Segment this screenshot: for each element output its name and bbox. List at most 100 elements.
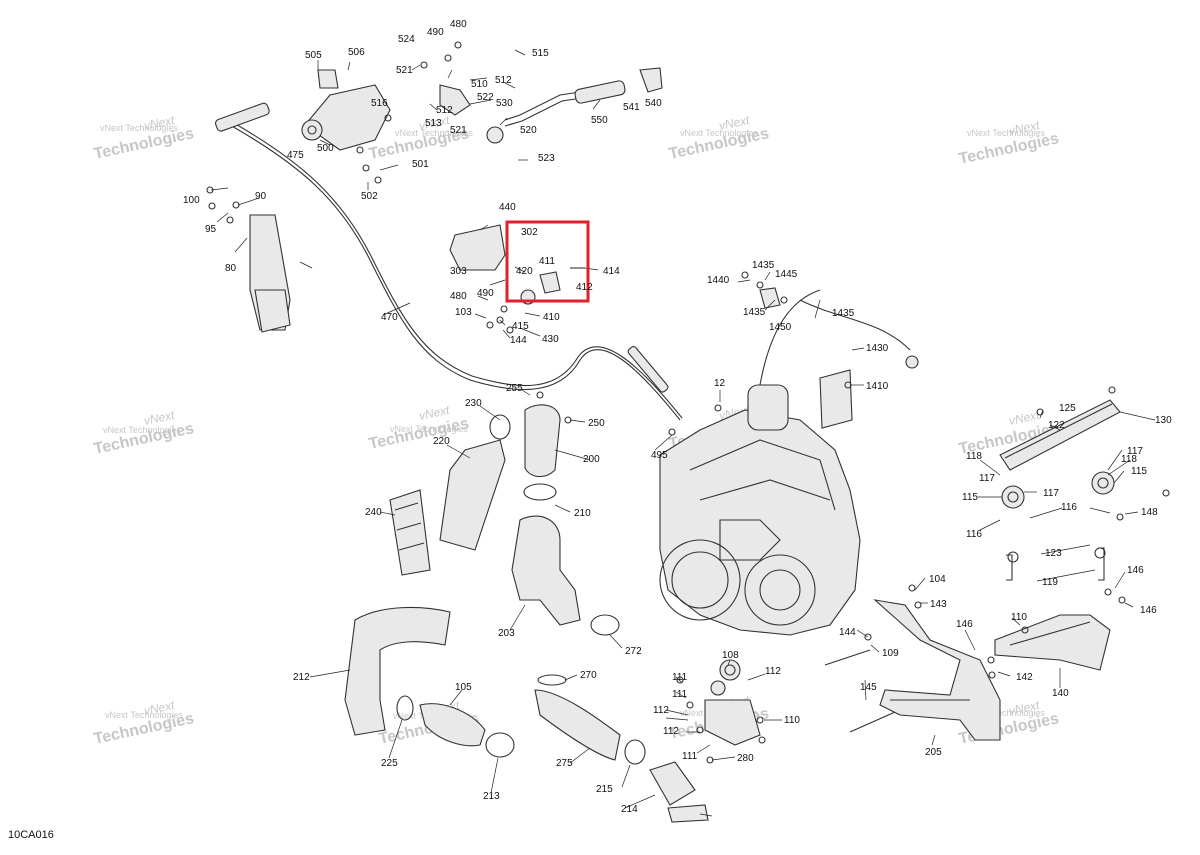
callout: 144 [839, 627, 856, 638]
callout: 146 [1140, 605, 1157, 616]
callout: 1410 [866, 381, 889, 392]
callout: 112 [663, 726, 679, 737]
fasteners [206, 41, 1170, 764]
callout: 240 [365, 507, 382, 518]
callout: 1445 [775, 269, 798, 280]
watermark-side: vNext Technologies [100, 123, 178, 133]
callout: 550 [591, 115, 608, 126]
callout: 512 [495, 75, 512, 86]
watermark-side: vNext Technologies [680, 128, 758, 138]
callout: 270 [580, 670, 597, 681]
rear-bracket [704, 659, 761, 746]
callout: 205 [925, 747, 942, 758]
callout: 220 [433, 436, 450, 447]
callout: 522 [477, 92, 494, 103]
callout: 470 [381, 312, 398, 323]
callout: 480 [450, 291, 467, 302]
callout: 123 [1045, 548, 1062, 559]
callout: 521 [450, 125, 467, 136]
svg-text:Technologies: Technologies [367, 415, 470, 453]
callout: 213 [483, 791, 500, 802]
callout: 275 [556, 758, 573, 769]
callout: 415 [512, 321, 529, 332]
callout: 512 [436, 105, 453, 116]
callout: 215 [596, 784, 613, 795]
svg-text:vNext: vNext [143, 113, 177, 133]
callout: 230 [465, 398, 482, 409]
watermarks: vNext Technologies vNext Technologies vN… [92, 113, 1060, 748]
callout: 280 [737, 753, 754, 764]
callout: 110 [1011, 612, 1027, 623]
callout: 12 [714, 378, 726, 389]
svg-text:vNext: vNext [1008, 118, 1042, 138]
callout: 112 [653, 705, 669, 716]
callout: 108 [722, 650, 739, 661]
callout: 255 [506, 383, 523, 394]
callout: 501 [412, 159, 429, 170]
callout: 412 [576, 282, 593, 293]
callout: 122 [1048, 420, 1065, 431]
callout: 530 [496, 98, 513, 109]
callout: 520 [520, 125, 537, 136]
callout: 505 [305, 50, 322, 61]
callout: 200 [583, 454, 600, 465]
watermark-side: vNext Technologies [967, 128, 1045, 138]
callout: 90 [255, 191, 267, 202]
callout: 105 [455, 682, 472, 693]
callout: 117 [1127, 446, 1143, 457]
callout: 111 [672, 689, 688, 700]
callout: 414 [603, 266, 620, 277]
bracket-440 [449, 224, 585, 305]
callout: 411 [539, 256, 555, 267]
callout: 500 [317, 143, 334, 154]
callout: 440 [499, 202, 516, 213]
svg-text:vNext: vNext [418, 403, 452, 423]
callout: 119 [1042, 577, 1058, 588]
callout: 125 [1059, 403, 1076, 414]
engine [659, 287, 919, 636]
callout: 104 [929, 574, 946, 585]
callout: 142 [1016, 672, 1033, 683]
callout: 115 [1131, 466, 1147, 477]
callout: 146 [956, 619, 973, 630]
watermark-side: vNext Technologies [395, 128, 473, 138]
callout: 515 [532, 48, 549, 59]
callout: 516 [371, 98, 388, 109]
callout: 109 [882, 648, 899, 659]
callout-labels: 480 490 524 506 505 521 510 515 512 516 … [183, 19, 1172, 815]
leader-lines [210, 49, 1156, 817]
callout: 475 [287, 150, 304, 161]
callout: 203 [498, 628, 515, 639]
callout: 116 [1061, 502, 1077, 513]
svg-text:vNext: vNext [418, 113, 452, 133]
callout: 103 [455, 307, 472, 318]
callout: 115 [962, 492, 978, 503]
callout: 430 [542, 334, 559, 345]
engine-mount-right [994, 399, 1121, 671]
callout: 1450 [769, 322, 792, 333]
callout: 95 [205, 224, 217, 235]
callout: 111 [682, 751, 698, 762]
watermark: vNext Technologies [957, 118, 1060, 168]
callout: 524 [398, 34, 415, 45]
callout: 1435 [832, 308, 855, 319]
watermark-side: vNext Technologies [390, 424, 468, 434]
handle-lever [439, 67, 663, 144]
callout: 117 [1043, 488, 1059, 499]
callout: 506 [348, 47, 365, 58]
svg-text:vNext: vNext [1008, 408, 1042, 428]
callout: 1435 [752, 260, 775, 271]
callout: 410 [543, 312, 560, 323]
callout: 112 [765, 666, 781, 677]
watermark-side: vNext Technologies [967, 708, 1045, 718]
callout: 100 [183, 195, 200, 206]
callout: 495 [651, 450, 668, 461]
callout: 110 [784, 715, 800, 726]
callout: 145 [860, 682, 877, 693]
exhaust-pipe [344, 606, 709, 823]
throttle-cable [215, 102, 683, 421]
callout: 1435 [743, 307, 766, 318]
callout: 523 [538, 153, 555, 164]
callout: 541 [623, 102, 640, 113]
callout: 1430 [866, 343, 889, 354]
